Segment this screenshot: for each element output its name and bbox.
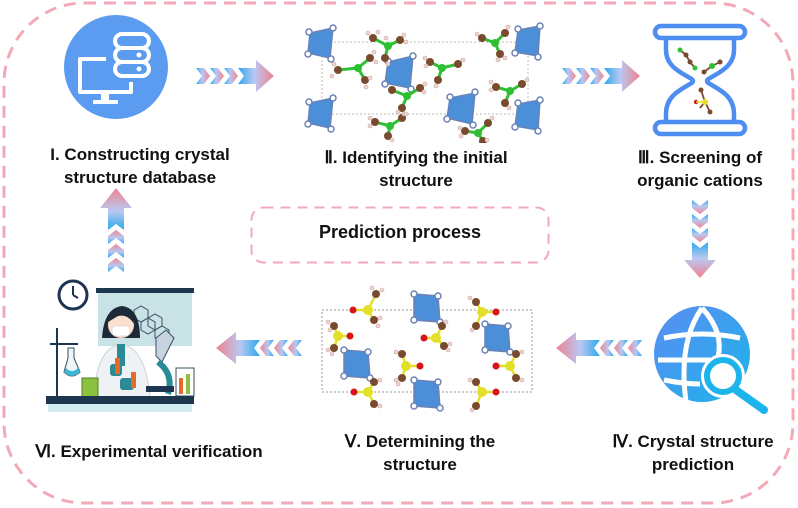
scientist-lab-illustration [46, 279, 195, 412]
step-label-i: I. Constructing crystal structure databa… [20, 143, 260, 189]
step-label-vi: Ⅵ. Experimental verification [14, 440, 284, 463]
step-label-v-line1: Ⅴ. Determining the [344, 432, 496, 451]
step-label-v: Ⅴ. Determining the structure [320, 430, 520, 476]
step-label-iv-line2: prediction [651, 455, 735, 474]
step-label-iv: Ⅳ. Crystal structure prediction [598, 430, 788, 476]
step-label-ii-line2: structure [379, 171, 453, 190]
diagram-title: Prediction process [318, 222, 482, 242]
step-label-iv-line1: Ⅳ. Crystal structure [612, 432, 774, 451]
determined-crystal-structure-image [321, 285, 533, 413]
arrow-ii-to-iii [562, 60, 640, 92]
hourglass-icon [652, 23, 748, 137]
arrow-iv-to-v [556, 332, 642, 364]
step-label-iii-line2: organic cations [637, 171, 763, 190]
step-label-ii: Ⅱ. Identifying the initial structure [296, 146, 536, 192]
step-label-i-line1: I. Constructing crystal [50, 145, 230, 164]
initial-crystal-structure-image [304, 22, 544, 143]
center-dashed-box [250, 206, 550, 264]
step-label-iii-line1: Ⅲ. Screening of [637, 148, 763, 167]
step-label-v-line2: structure [383, 455, 457, 474]
step-label-iii: Ⅲ. Screening of organic cations [610, 146, 790, 192]
step-label-vi-line1: Ⅵ. Experimental verification [35, 442, 263, 461]
database-computer-icon [64, 15, 168, 119]
step-label-i-line2: structure database [63, 168, 217, 187]
arrow-iii-to-iv [684, 200, 716, 278]
arrow-vi-to-i [100, 188, 132, 272]
step-label-ii-line1: Ⅱ. Identifying the initial [324, 148, 508, 167]
globe-search-icon [654, 306, 768, 414]
arrow-i-to-ii [196, 60, 274, 92]
arrow-v-to-vi [216, 332, 302, 364]
